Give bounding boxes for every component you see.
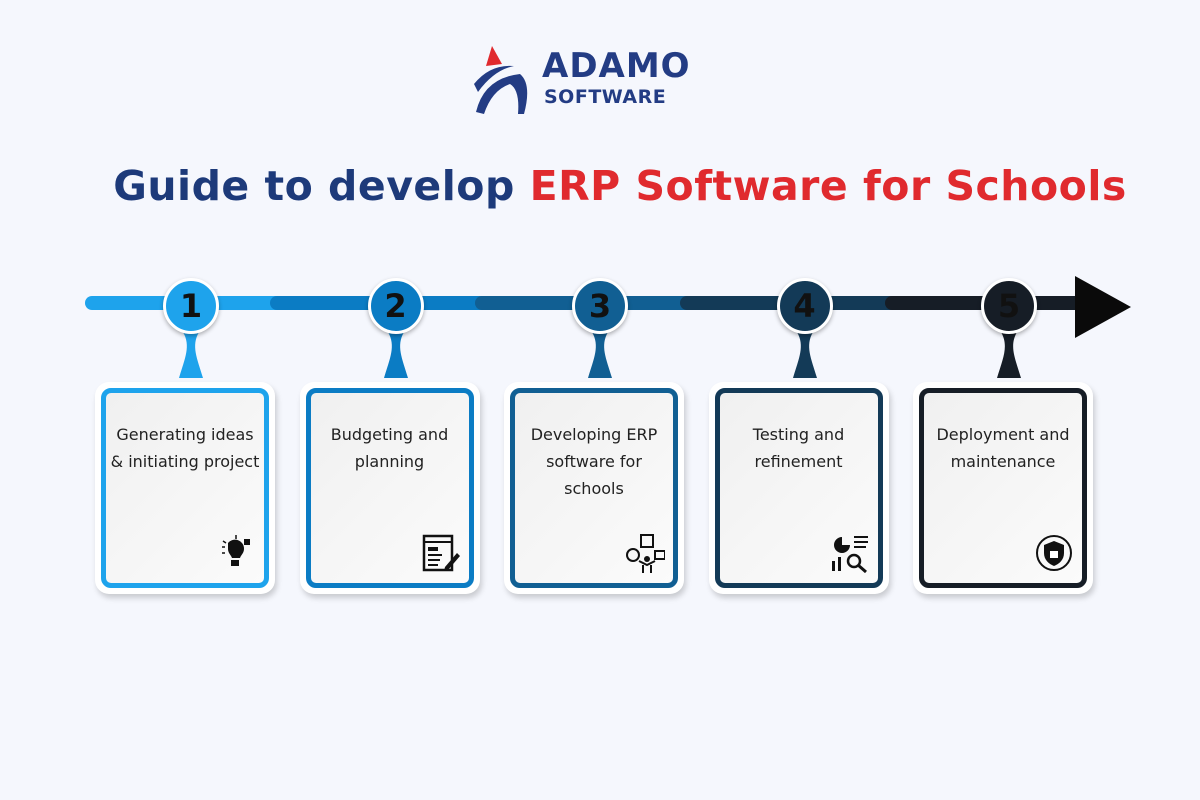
arrow-head-icon (1075, 276, 1131, 338)
step-2: 2 Budgeting and planning (299, 278, 490, 598)
step-card: Generating ideas & initiating project (95, 382, 275, 594)
step-number-badge: 4 (776, 278, 833, 334)
step-4: 4 Testing and refinement (708, 278, 899, 598)
step-card: Budgeting and planning (299, 382, 480, 594)
step-number-badge: 1 (163, 278, 219, 334)
step-label: Testing and refinement (752, 425, 845, 471)
title-highlight: ERP Software for Schools (529, 162, 1127, 210)
logo-line1: ADAMO (542, 46, 691, 86)
connector-stem (997, 332, 1021, 378)
lightbulb-puzzle-icon (222, 535, 250, 566)
step-number-badge: 2 (367, 278, 424, 334)
step-label: Developing ERP software for schools (530, 425, 658, 498)
step-card: Deployment and maintenance (913, 382, 1093, 594)
page-title: Guide to develop ERP Software for School… (0, 162, 1200, 210)
logo-mark-icon (474, 46, 528, 114)
adamo-logo: ADAMO SOFTWARE (470, 44, 730, 116)
analytics-search-icon (831, 536, 868, 573)
step-label: Deployment and maintenance (936, 425, 1070, 471)
step-1: 1 Generating ideas & initiating project (95, 278, 285, 598)
workflow-person-icon (626, 534, 665, 573)
connector-stem (792, 332, 817, 378)
step-3: 3 Developing ERP software for schools (504, 278, 694, 598)
step-label: Generating ideas & initiating project (110, 425, 260, 471)
step-number-badge: 3 (572, 278, 628, 334)
document-edit-icon (422, 534, 460, 572)
step-number-badge: 5 (981, 278, 1037, 334)
security-shield-icon (1036, 535, 1072, 571)
step-label: Budgeting and planning (330, 425, 449, 471)
step-card: Testing and refinement (708, 382, 889, 594)
step-card: Developing ERP software for schools (504, 382, 684, 594)
title-part1: Guide to develop (113, 162, 530, 210)
connector-stem (383, 332, 408, 378)
connector-stem (588, 332, 612, 378)
connector-stem (179, 332, 203, 378)
logo-line2: SOFTWARE (544, 86, 667, 108)
step-5: 5 Deployment and maintenance (913, 278, 1103, 598)
